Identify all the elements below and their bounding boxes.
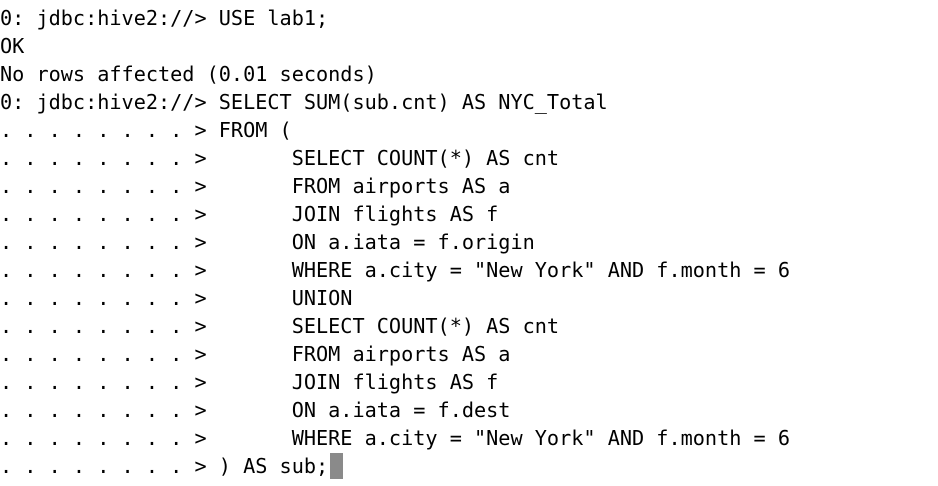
current-input-text[interactable]: . . . . . . . . > ) AS sub; — [0, 454, 329, 478]
scrolled-off-line-fragment: 0 — [0, 0, 12, 6]
terminal-line: . . . . . . . . > JOIN flights AS f — [0, 370, 499, 394]
text-cursor — [330, 453, 344, 479]
terminal-line: . . . . . . . . > FROM ( — [0, 118, 292, 142]
terminal-line: 0: jdbc:hive2://> USE lab1; — [0, 6, 329, 30]
terminal-line: . . . . . . . . > WHERE a.city = "New Yo… — [0, 426, 791, 450]
terminal-line: . . . . . . . . > SELECT COUNT(*) AS cnt — [0, 146, 560, 170]
terminal-line: . . . . . . . . > ON a.iata = f.dest — [0, 398, 511, 422]
terminal-line: . . . . . . . . > WHERE a.city = "New Yo… — [0, 258, 791, 282]
terminal-line: OK — [0, 34, 25, 58]
terminal-line: . . . . . . . . > SELECT COUNT(*) AS cnt — [0, 314, 560, 338]
terminal-line: . . . . . . . . > UNION — [0, 286, 353, 310]
terminal-line: 0: jdbc:hive2://> SELECT SUM(sub.cnt) AS… — [0, 90, 608, 114]
terminal-line: No rows affected (0.01 seconds) — [0, 62, 377, 86]
terminal-line: . . . . . . . . > FROM airports AS a — [0, 342, 511, 366]
terminal-output: 0: jdbc:hive2://> USE lab1; OK No rows a… — [0, 4, 938, 480]
terminal-line: . . . . . . . . > FROM airports AS a — [0, 174, 511, 198]
terminal-input-line[interactable]: . . . . . . . . > ) AS sub; — [0, 452, 938, 480]
terminal-line: . . . . . . . . > JOIN flights AS f — [0, 202, 499, 226]
terminal-line: . . . . . . . . > ON a.iata = f.origin — [0, 230, 535, 254]
